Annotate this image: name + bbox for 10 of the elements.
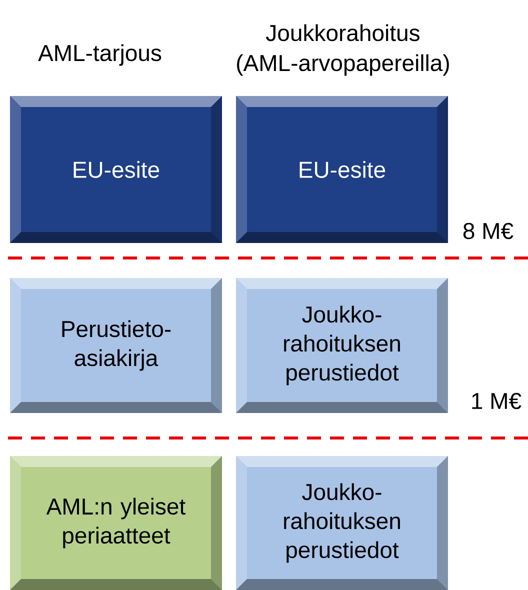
threshold-label: 1 M€ [472,392,522,410]
bevelled-box: AML:n yleiset periaatteet [10,456,222,590]
column-heading: AML-tarjous [38,44,162,66]
bevelled-box: Perustieto- asiakirja [10,278,222,413]
bevelled-box: EU-esite [10,96,222,243]
column-heading: Joukkorahoitus (AML-arvopapereilla) [237,24,449,76]
bevelled-box: EU-esite [236,96,448,243]
bevelled-box: Joukko- rahoituksen perustiedot [236,278,448,413]
bevelled-box: Joukko- rahoituksen perustiedot [236,456,448,590]
threshold-label: 8 M€ [463,222,514,240]
